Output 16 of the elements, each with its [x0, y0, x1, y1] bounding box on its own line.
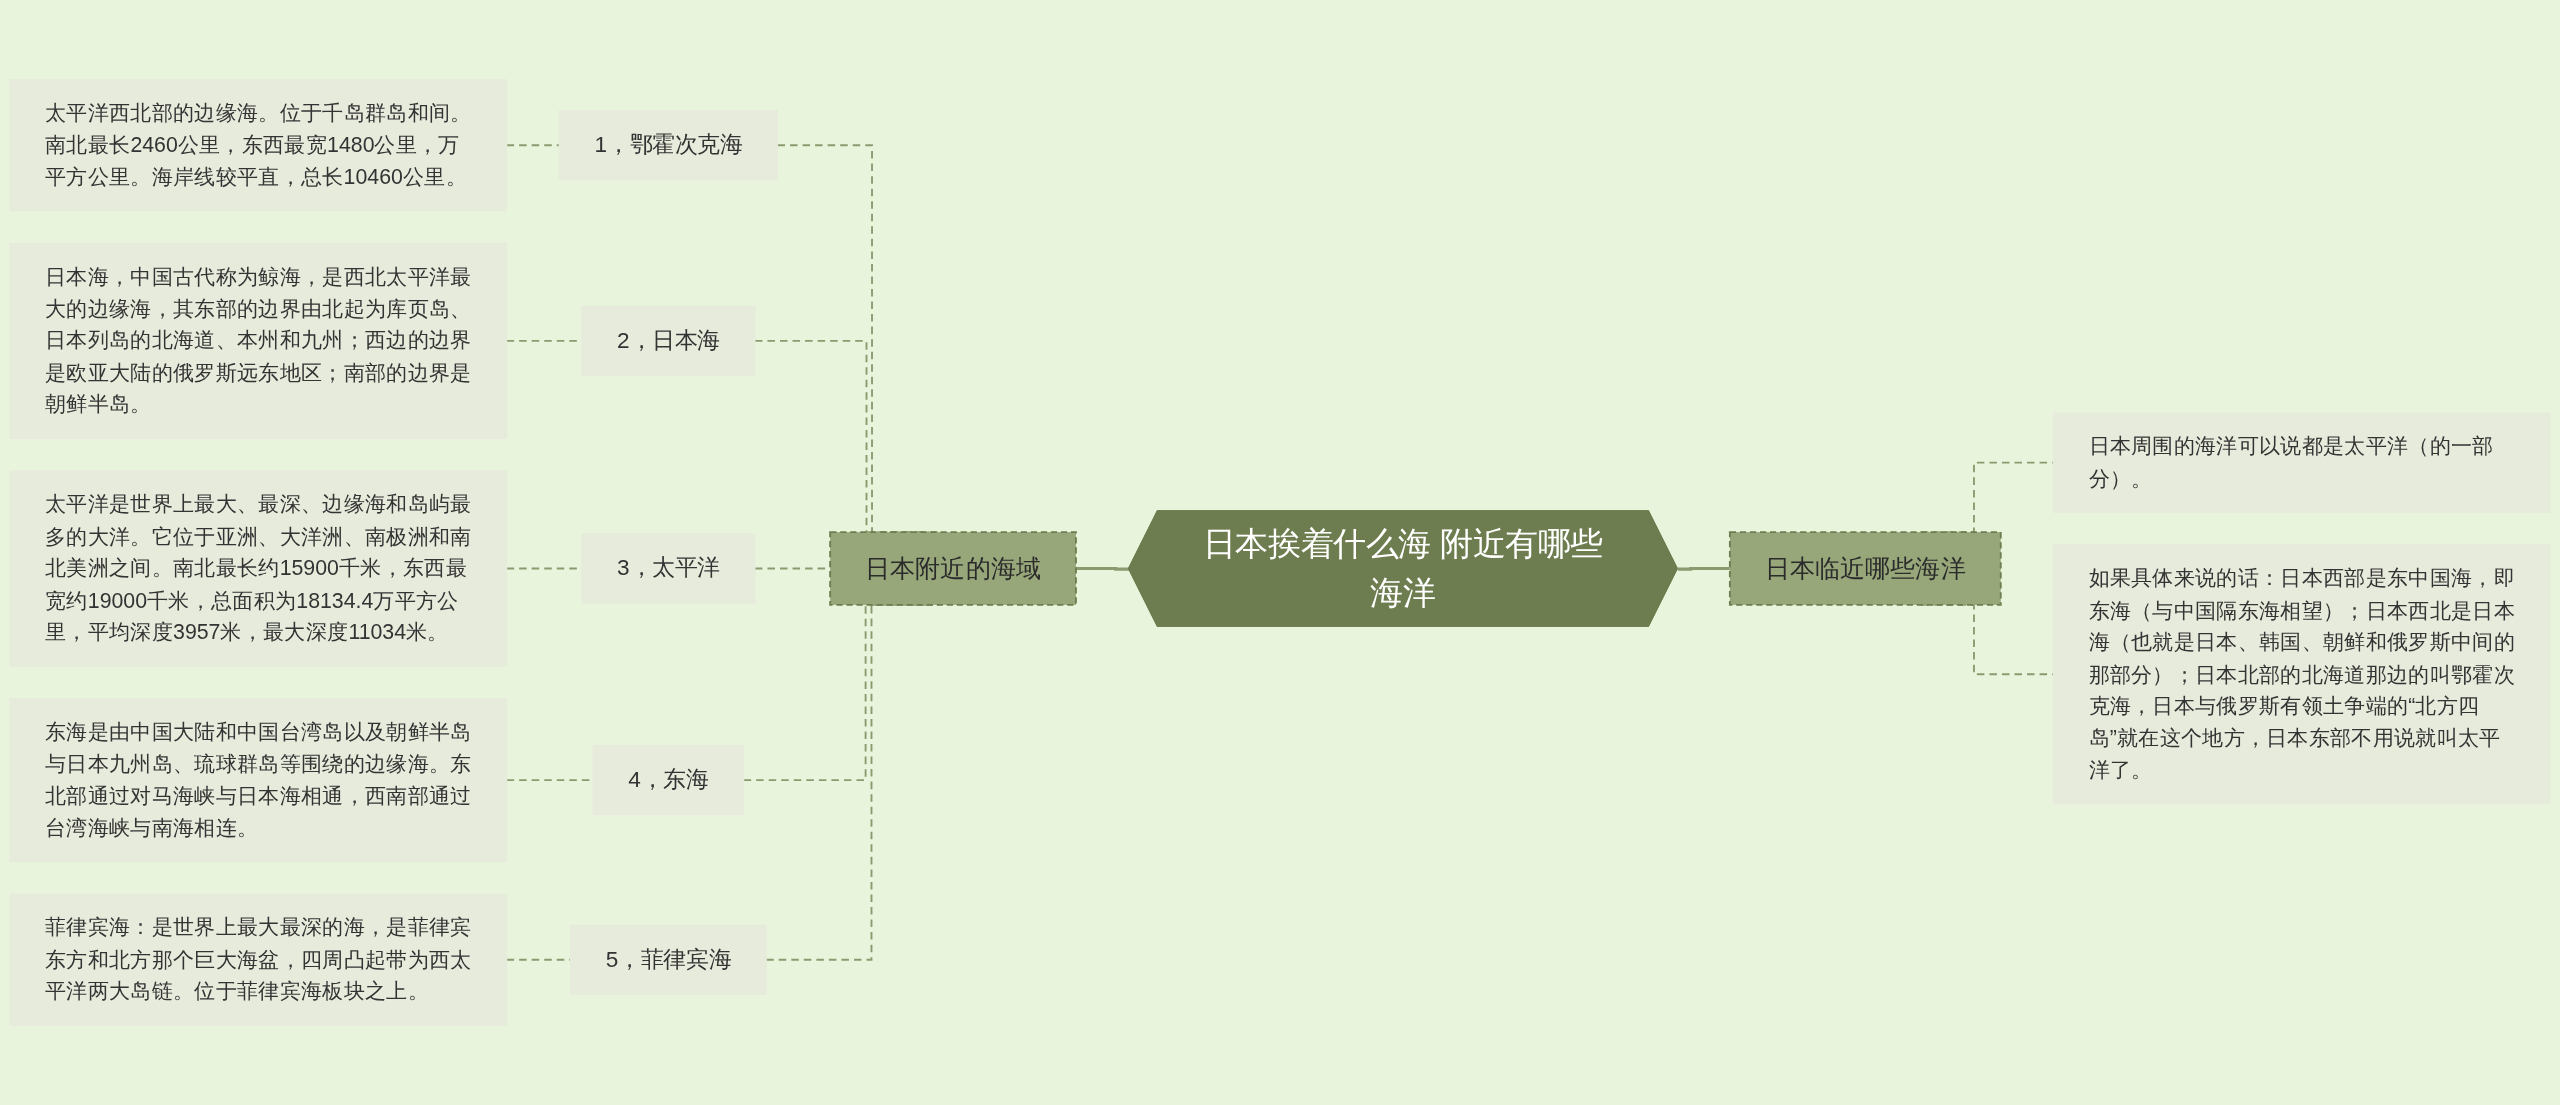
node-box: 太平洋西北部的边缘海。位于千岛群岛和间。南北最长2460公里，东西最宽1480公里，万平方公里。海岸线较平直，总长10460公里。 — [9, 79, 508, 212]
node-box: 1，鄂霍次克海 — [558, 110, 779, 181]
node-box: 菲律宾海：是世界上最大最深的海，是菲律宾东方和北方那个巨大海盆，四周凸起带为西太平洋两大岛链。位于菲律宾海板块之上。 — [9, 893, 508, 1026]
node-box: 东海是由中国大陆和中国台湾岛以及朝鲜半岛与日本九州岛、琉球群岛等围绕的边缘海。东北部通过对马海峡与日本海相通，西南部通过台湾海峡与南海相连。 — [9, 697, 508, 863]
node-box: 3，太平洋 — [581, 533, 756, 604]
node-box: 5，菲律宾海 — [569, 924, 767, 995]
node-box: 2，日本海 — [581, 305, 756, 376]
node-box: 4，东海 — [592, 745, 745, 816]
connector — [1075, 566, 1130, 571]
node-box: 日本临近哪些海洋 — [1728, 531, 2002, 606]
node-box: 日本周围的海洋可以说都是太平洋（的一部分）。 — [2052, 412, 2551, 513]
node-box: 如果具体来说的话：日本西部是东中国海，即东海（与中国隔东海相望）；日本西北是日本海（也就是日本、韩国、朝鲜和俄罗斯中间的那部分）；日本北部的北海道那边的叫鄂霍次克海，日本与俄罗斯有领土争端的“北方四岛”就在这个地方，日本东部不用说就叫太平洋了。 — [2052, 544, 2551, 805]
node-box: 太平洋是世界上最大、最深、边缘海和岛屿最多的大洋。它位于亚洲、大洋洲、南极洲和南北美洲之间。南北最长约15900千米，东西最宽约19000千米，总面积为18134.4万平方公里，平均深度3957米，最大深度11034米。 — [9, 470, 508, 667]
node-box: 日本海，中国古代称为鲸海，是西北太平洋最大的边缘海，其东部的边界由北起为库页岛、日本列岛的北海道、本州和九州；西边的边界是欧亚大陆的俄罗斯远东地区；南部的边界是朝鲜半岛。 — [9, 242, 508, 439]
connector — [1677, 566, 1730, 571]
node-box: 日本附近的海域 — [829, 531, 1077, 606]
